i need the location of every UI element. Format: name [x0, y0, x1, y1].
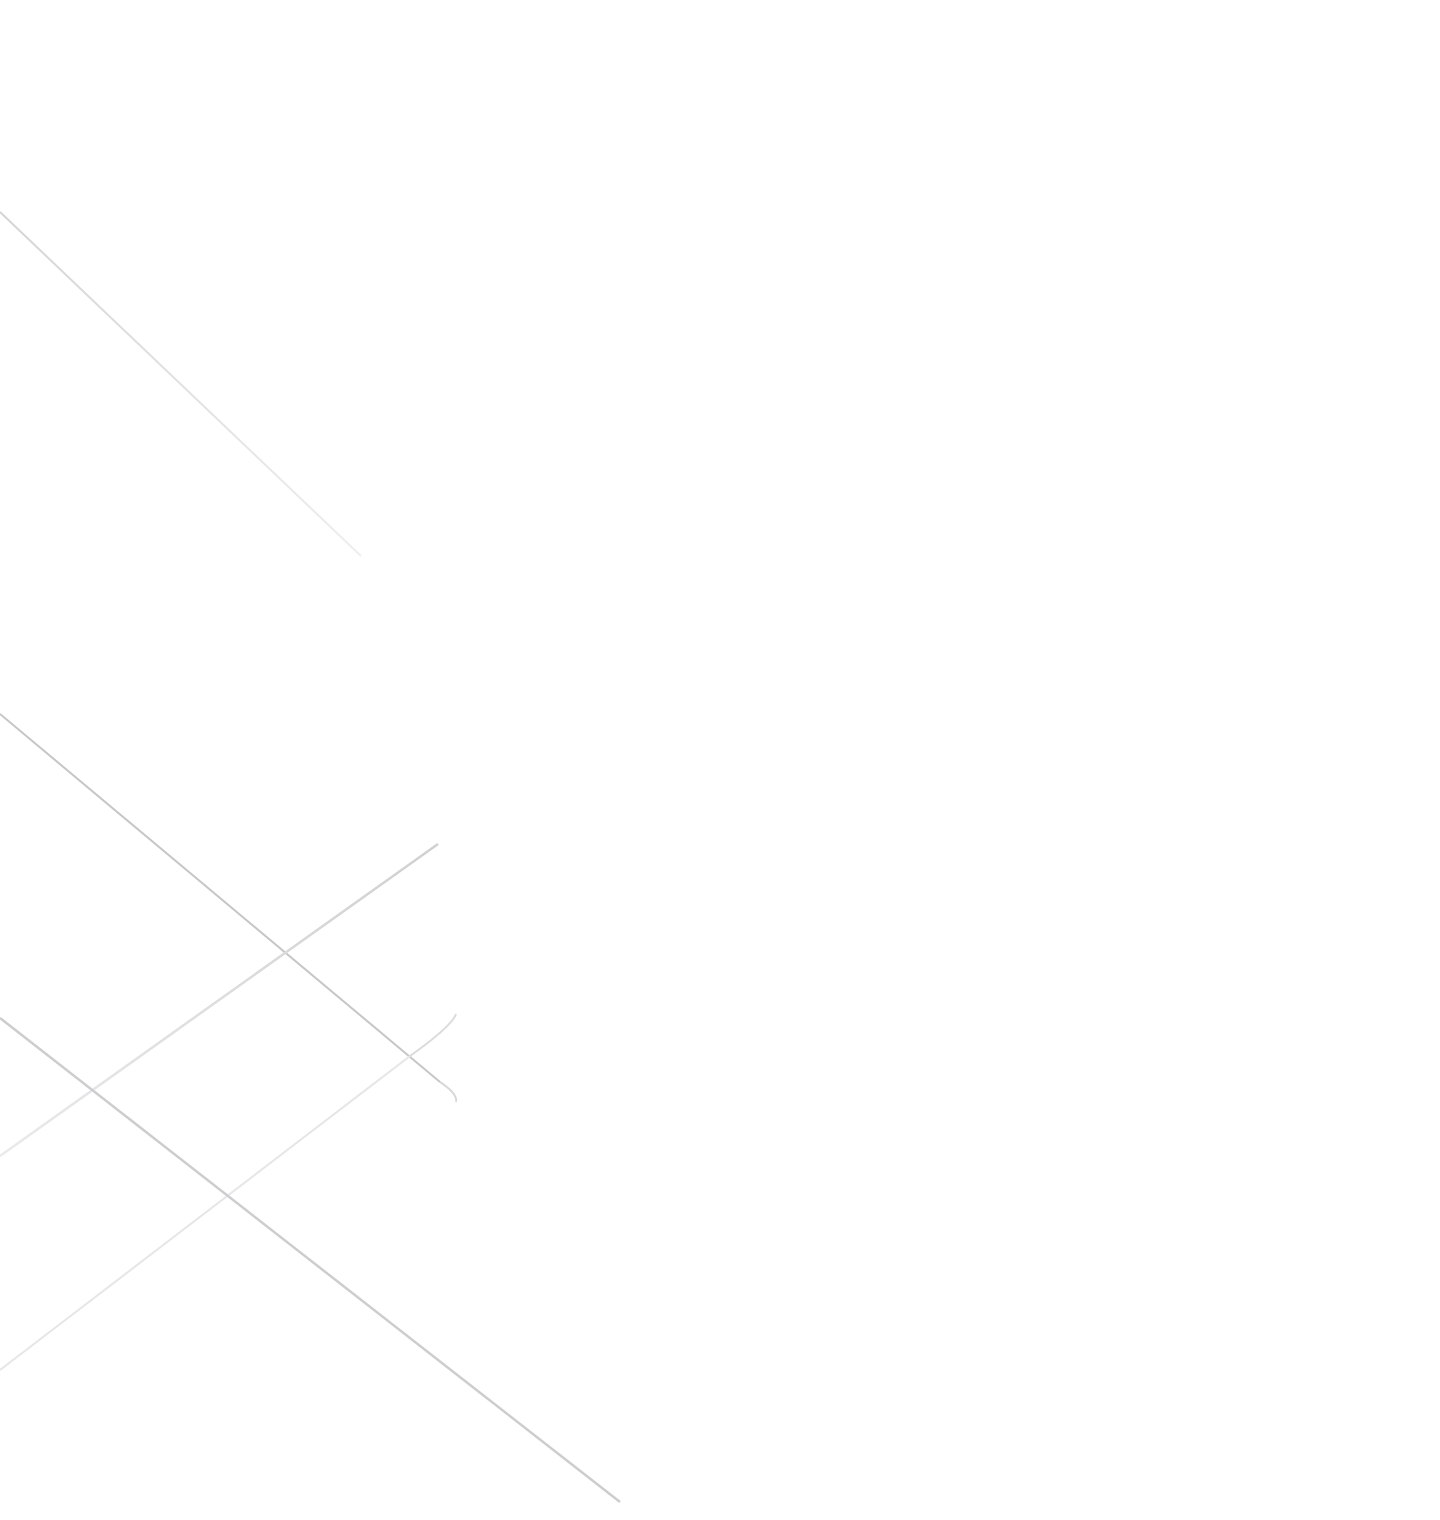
ascending-cross-line [0, 842, 439, 1158]
triangle-lower-edge-curl [409, 1013, 457, 1057]
diagonal-line-top [0, 211, 362, 557]
triangle-upper-edge-curl [439, 1081, 458, 1103]
descending-long-line [0, 1017, 621, 1503]
hatch-lines [2, 714, 399, 1370]
triangle-upper-edge [0, 713, 441, 1083]
triangle-lower-edge [0, 1055, 411, 1371]
